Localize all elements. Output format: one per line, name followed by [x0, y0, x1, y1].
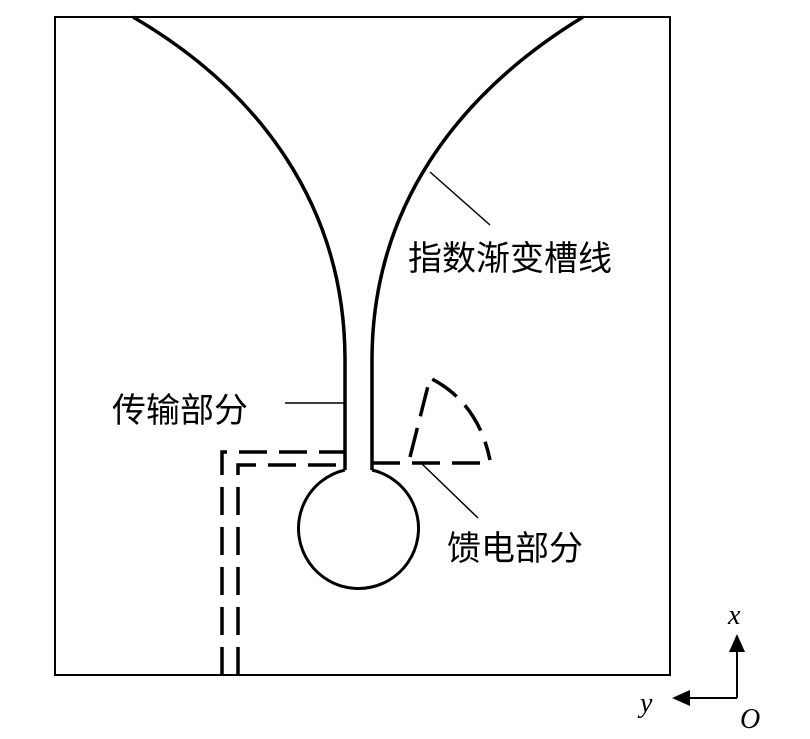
label-feed: 馈电部分	[447, 529, 583, 569]
axis-y-label: y	[637, 688, 653, 719]
exponential-slot-right-curve	[370, 15, 584, 470]
feed-radial-stub	[408, 375, 492, 461]
feed-microstrip-outer	[220, 450, 345, 675]
label-exponential-slot: 指数渐变槽线	[408, 239, 612, 279]
axis-y-arrowhead	[672, 690, 690, 706]
substrate-outline	[54, 16, 671, 676]
axis-origin-label: O	[740, 704, 760, 735]
leader-exponential-slot	[429, 171, 491, 226]
axis-x-arrowhead	[729, 634, 745, 652]
label-transmission: 传输部分	[112, 391, 248, 431]
leader-feed	[419, 461, 479, 519]
feed-microstrip-inner	[236, 463, 345, 675]
axis-x-label: x	[727, 600, 741, 631]
exponential-slot-left-curve	[132, 15, 347, 470]
circular-slot-cavity	[297, 468, 420, 590]
